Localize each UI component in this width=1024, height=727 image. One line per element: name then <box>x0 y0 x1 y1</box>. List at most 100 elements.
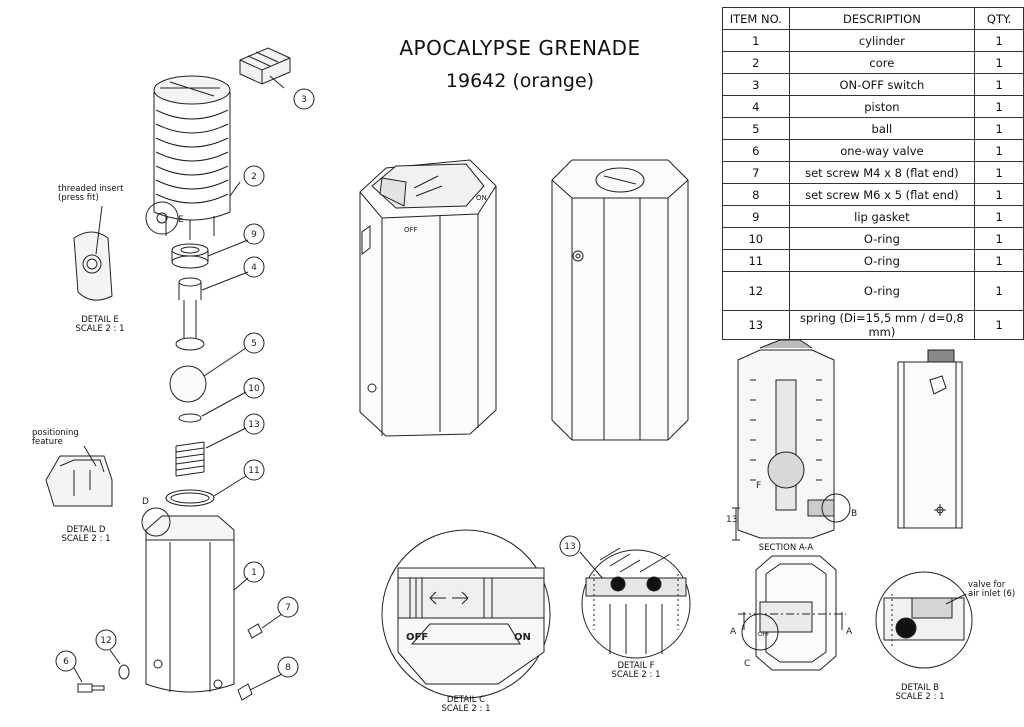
bom-qty: 1 <box>974 310 1024 340</box>
part-oring-large <box>165 489 215 507</box>
detail-scale: SCALE 2 : 1 <box>61 534 111 544</box>
svg-text:ON: ON <box>514 632 531 643</box>
iso-view-switch <box>359 159 497 437</box>
section-a-a <box>732 339 851 541</box>
iso-view-top <box>551 159 689 441</box>
part-oring-12 <box>118 664 130 680</box>
bom-item-no: 7 <box>722 161 790 184</box>
bom-description: lip gasket <box>788 205 976 228</box>
part-cylinder <box>145 515 235 693</box>
bom-qty: 1 <box>974 73 1024 96</box>
note-valve-inlet: valve for air inlet (6) <box>968 581 1015 599</box>
bom-item-no: 5 <box>722 117 790 140</box>
bom-qty: 1 <box>974 29 1024 52</box>
bom-item-no: 9 <box>722 205 790 228</box>
section-name: SECTION A-A <box>758 543 814 553</box>
part-spring <box>175 441 205 477</box>
svg-text:5: 5 <box>251 339 257 349</box>
svg-text:8: 8 <box>285 663 291 673</box>
detail-name: DETAIL D <box>66 525 106 535</box>
label-detail-f: DETAIL F SCALE 2 : 1 <box>596 662 676 680</box>
bom-description: one-way valve <box>788 139 976 162</box>
svg-text:13: 13 <box>564 542 575 552</box>
part-set-screw-m6 <box>237 683 253 701</box>
label-section-a-a: SECTION A-A <box>746 544 826 553</box>
bom-qty: 1 <box>974 271 1024 311</box>
bom-item-no: 13 <box>722 310 790 340</box>
bom-description: O-ring <box>788 227 976 250</box>
label-detail-d: DETAIL D SCALE 2 : 1 <box>46 526 126 544</box>
detail-scale: SCALE 2 : 1 <box>611 670 661 680</box>
bom-description: piston <box>788 95 976 118</box>
part-oring-small <box>178 413 202 423</box>
part-piston <box>175 277 205 351</box>
bom-item-no: 4 <box>722 95 790 118</box>
bom-header-row: ITEM NO. DESCRIPTION QTY. <box>722 7 1024 30</box>
detail-name: DETAIL F <box>617 661 655 671</box>
bom-qty: 1 <box>974 227 1024 250</box>
bom-description: core <box>788 51 976 74</box>
label-detail-c: DETAIL C SCALE 2 : 1 <box>426 696 506 714</box>
svg-text:D: D <box>142 497 149 507</box>
balloons <box>55 75 605 691</box>
note-threaded-insert: threaded insert (press fit) <box>58 185 123 203</box>
svg-text:7: 7 <box>285 603 291 613</box>
bom-header-qty: QTY. <box>974 7 1024 30</box>
note-line: threaded insert <box>58 184 124 194</box>
svg-text:13: 13 <box>726 515 737 525</box>
detail-scale: SCALE 2 : 1 <box>441 704 491 714</box>
bom-qty: 1 <box>974 183 1024 206</box>
bom-item-no: 8 <box>722 183 790 206</box>
bom-item-no: 3 <box>722 73 790 96</box>
bom-qty: 1 <box>974 51 1024 74</box>
bom-description: spring (Di=15,5 mm / d=0,8 mm) <box>788 310 976 340</box>
svg-text:13: 13 <box>248 420 259 430</box>
svg-text:OFF: OFF <box>758 631 770 638</box>
bom-item-no: 1 <box>722 29 790 52</box>
exploded-view <box>77 47 291 701</box>
note-line: feature <box>32 437 63 447</box>
bom-description: cylinder <box>788 29 976 52</box>
svg-text:9: 9 <box>251 230 257 240</box>
svg-text:A: A <box>730 627 737 637</box>
label-detail-b: DETAIL B SCALE 2 : 1 <box>880 684 960 702</box>
bom-item-no: 12 <box>722 271 790 311</box>
side-view <box>897 349 963 529</box>
bom-header-item: ITEM NO. <box>722 7 790 30</box>
detail-e <box>73 201 179 301</box>
svg-text:4: 4 <box>251 263 257 273</box>
bom-item-no: 6 <box>722 139 790 162</box>
note-line: (press fit) <box>58 193 99 203</box>
detail-scale: SCALE 2 : 1 <box>895 692 945 702</box>
bom-description: O-ring <box>788 271 976 311</box>
part-core <box>153 75 231 240</box>
bom-qty: 1 <box>974 249 1024 272</box>
bom-description: set screw M4 x 8 (flat end) <box>788 161 976 184</box>
balloon-labels: 3 2 9 4 5 10 13 11 1 7 8 6 12 13 <box>63 95 576 673</box>
label-detail-e: DETAIL E SCALE 2 : 1 <box>60 316 140 334</box>
bom-description: set screw M6 x 5 (flat end) <box>788 183 976 206</box>
svg-text:11: 11 <box>248 466 259 476</box>
part-one-way-valve <box>77 683 105 693</box>
note-positioning-feature: positioning feature <box>32 429 79 447</box>
detail-scale: SCALE 2 : 1 <box>75 324 125 334</box>
part-switch <box>239 47 291 85</box>
svg-text:12: 12 <box>100 636 111 646</box>
detail-c <box>381 529 551 699</box>
detail-d <box>45 445 171 537</box>
detail-b <box>875 571 973 669</box>
svg-text:1: 1 <box>251 568 257 578</box>
title-block: APOCALYPSE GRENADE 19642 (orange) <box>360 36 680 92</box>
svg-text:10: 10 <box>248 384 260 394</box>
note-line: valve for <box>968 580 1006 590</box>
svg-text:E: E <box>178 215 184 225</box>
